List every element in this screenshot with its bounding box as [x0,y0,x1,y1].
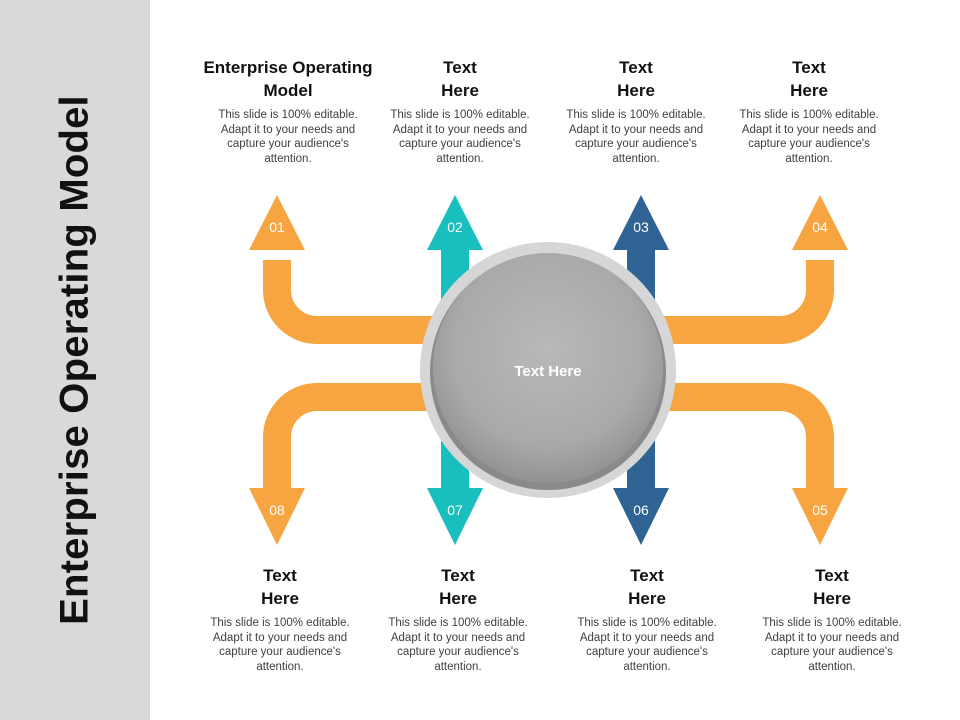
step-number-06: 06 [633,502,649,518]
step-05-heading: Text Here [813,566,851,608]
step-04-heading: Text Here [790,58,828,100]
step-04-block: Text Here This slide is 100% editable. A… [724,56,894,166]
step-07-body: This slide is 100% editable. Adapt it to… [388,617,528,673]
step-02-block: Text Here This slide is 100% editable. A… [375,56,545,166]
step-01-body: This slide is 100% editable. Adapt it to… [218,109,358,165]
step-08-body: This slide is 100% editable. Adapt it to… [210,617,350,673]
step-01-block: Enterprise Operating Model This slide is… [203,56,373,166]
arrow-04-head [792,195,848,250]
step-05-body: This slide is 100% editable. Adapt it to… [762,617,902,673]
arrow-03-head [613,195,669,250]
step-07-block: Text Here This slide is 100% editable. A… [373,564,543,674]
step-04-body: This slide is 100% editable. Adapt it to… [739,109,879,165]
step-08-heading: Text Here [261,566,299,608]
arrow-01-head [249,195,305,250]
step-06-heading: Text Here [628,566,666,608]
step-number-08: 08 [269,502,285,518]
arrow-04-stem [660,260,834,344]
step-number-05: 05 [812,502,828,518]
center-label: Text Here [514,363,581,380]
arrow-08-head [249,488,305,545]
step-05-block: Text Here This slide is 100% editable. A… [747,564,917,674]
arrow-06-head [613,488,669,545]
arrow-08-stem [263,383,440,490]
arrow-07-head [427,488,483,545]
step-number-04: 04 [812,219,828,235]
step-number-02: 02 [447,219,463,235]
step-03-block: Text Here This slide is 100% editable. A… [551,56,721,166]
step-03-body: This slide is 100% editable. Adapt it to… [566,109,706,165]
step-02-heading: Text Here [441,58,479,100]
arrow-02-head [427,195,483,250]
step-03-heading: Text Here [617,58,655,100]
step-02-body: This slide is 100% editable. Adapt it to… [390,109,530,165]
step-06-body: This slide is 100% editable. Adapt it to… [577,617,717,673]
step-01-heading: Enterprise Operating Model [203,58,373,100]
step-number-03: 03 [633,219,649,235]
arrow-05-stem [660,383,834,490]
arrow-05-head [792,488,848,545]
arrow-01-stem [263,260,440,344]
step-07-heading: Text Here [439,566,477,608]
title-sidebar: Enterprise Operating Model [0,0,150,720]
step-08-block: Text Here This slide is 100% editable. A… [195,564,365,674]
center-circle [433,253,663,483]
step-number-01: 01 [269,219,285,235]
step-number-07: 07 [447,502,463,518]
step-06-block: Text Here This slide is 100% editable. A… [562,564,732,674]
